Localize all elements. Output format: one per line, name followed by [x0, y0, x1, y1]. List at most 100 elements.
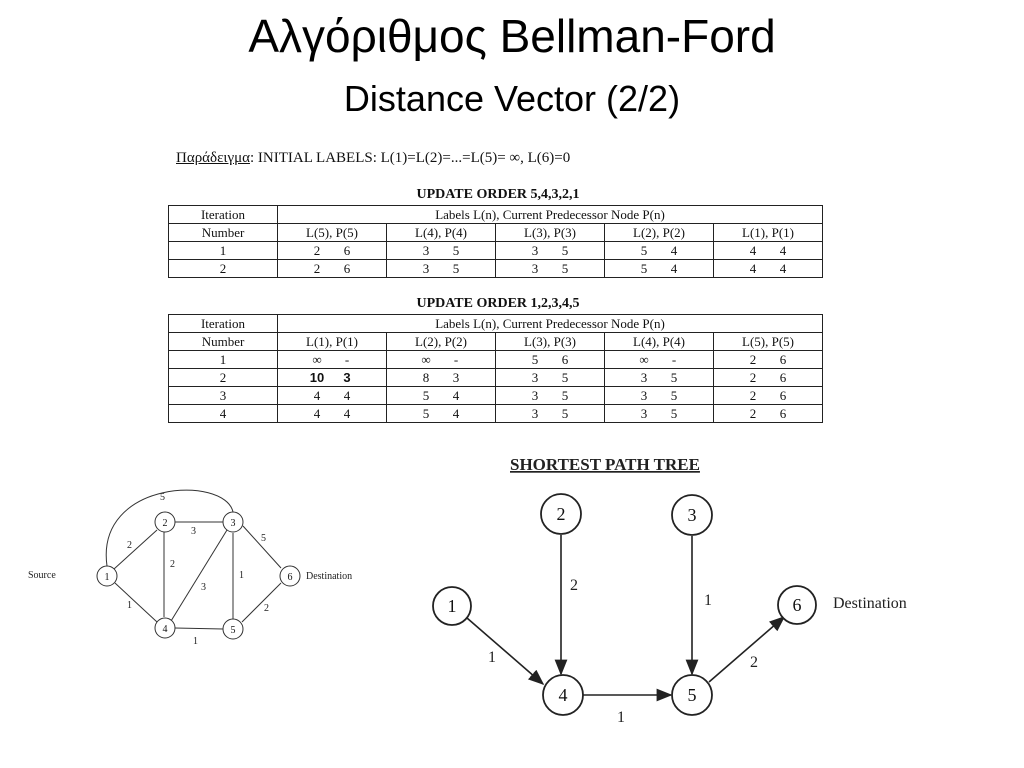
edge-weight: 1	[127, 600, 132, 611]
node-label: 3	[231, 518, 236, 529]
tree-node-5	[671, 674, 713, 716]
tree-edge-5-6	[708, 615, 786, 683]
node-5	[222, 618, 244, 640]
table1-col-header: L(5), P(5)	[277, 223, 387, 242]
node-1	[96, 565, 118, 587]
table2: Iteration Labels L(n), Current Predecess…	[168, 314, 823, 423]
table2-col-header: L(3), P(3)	[495, 332, 605, 351]
tree-edge-weight: 2	[750, 654, 758, 671]
node-label: 5	[231, 625, 236, 636]
tree-edge-weight: 1	[488, 649, 496, 666]
source-label: Source	[28, 570, 56, 581]
iteration-cell: 2	[168, 259, 278, 278]
network-graph: 5 2 1 3 2 3 1 5 1 2 1 2 3 4 5 6 Source D…	[28, 489, 352, 647]
node-label: 6	[288, 572, 293, 583]
node-6	[279, 565, 301, 587]
table1-header-number: Number	[168, 223, 278, 242]
table1-title: UPDATE ORDER 5,4,3,2,1	[416, 187, 580, 202]
table2-col-header: L(5), P(5)	[713, 332, 823, 351]
iteration-cell: 1	[168, 241, 278, 260]
edge-5-6	[241, 582, 282, 623]
edge-weight: 2	[127, 540, 132, 551]
iteration-cell: 1	[168, 350, 278, 369]
table2-header-iteration: Iteration	[168, 314, 278, 333]
edge-weight: 2	[170, 559, 175, 570]
edge-weight: 5	[261, 533, 266, 544]
edge-1-3	[105, 489, 234, 567]
example-text: : INITIAL LABELS: L(1)=L(2)=...=L(5)= ∞,…	[249, 150, 571, 166]
tree-edge-weight: 1	[617, 709, 625, 726]
tree-node-label: 4	[559, 685, 568, 705]
node-4	[154, 617, 176, 639]
table1-col-header: L(3), P(3)	[495, 223, 605, 242]
tree-node-1	[432, 586, 472, 626]
table2-header-labels: Labels L(n), Current Predecessor Node P(…	[277, 314, 823, 333]
tree-node-label: 1	[448, 596, 457, 616]
table2-title: UPDATE ORDER 1,2,3,4,5	[416, 296, 580, 311]
iteration-cell: 3	[168, 386, 278, 405]
node-3	[222, 511, 244, 533]
table1-col-header: L(2), P(2)	[604, 223, 714, 242]
tree-edge-1-4	[466, 617, 545, 686]
label-cell: ∞-	[386, 350, 496, 369]
edge-weight: 2	[264, 603, 269, 614]
tree-node-2	[540, 493, 582, 535]
destination-label: Destination	[306, 571, 352, 582]
edge-1-2	[113, 529, 158, 570]
tree-node-label: 6	[793, 595, 802, 615]
tree-node-4	[542, 674, 584, 716]
slide-subtitle: Distance Vector (2/2)	[343, 78, 681, 119]
edge-3-6	[242, 525, 282, 569]
example-line: Παράδειγμα: INITIAL LABELS: L(1)=L(2)=..…	[176, 150, 570, 167]
tree-node-label: 5	[688, 685, 697, 705]
tree-node-3	[671, 494, 713, 536]
table1-header-iteration: Iteration	[168, 205, 278, 224]
table2-header-number: Number	[168, 332, 278, 351]
label-cell: ∞-	[604, 350, 714, 369]
table1: Iteration Labels L(n), Current Predecess…	[168, 205, 823, 278]
table1-header-labels: Labels L(n), Current Predecessor Node P(…	[277, 205, 823, 224]
edge-weight: 3	[201, 582, 206, 593]
node-2	[154, 511, 176, 533]
table1-col-header: L(4), P(4)	[386, 223, 496, 242]
tree-title: SHORTEST PATH TREE	[510, 455, 700, 474]
node-label: 1	[105, 572, 110, 583]
edge-1-4	[114, 582, 158, 623]
node-label: 4	[163, 624, 168, 635]
tree-node-label: 2	[557, 504, 566, 524]
edge-weight: 5	[160, 492, 165, 503]
table2-col-header: L(4), P(4)	[604, 332, 714, 351]
table2-col-header: L(1), P(1)	[277, 332, 387, 351]
slide-title: Αλγόριθμος Bellman-Ford	[248, 10, 776, 62]
tree-destination-label: Destination	[833, 595, 907, 612]
shortest-path-tree: SHORTEST PATH TREE 2 1 1 1 2 1 2 3 4 5 6…	[432, 455, 907, 726]
node-label: 2	[163, 518, 168, 529]
table2-col-header: L(2), P(2)	[386, 332, 496, 351]
tree-edge-weight: 2	[570, 577, 578, 594]
